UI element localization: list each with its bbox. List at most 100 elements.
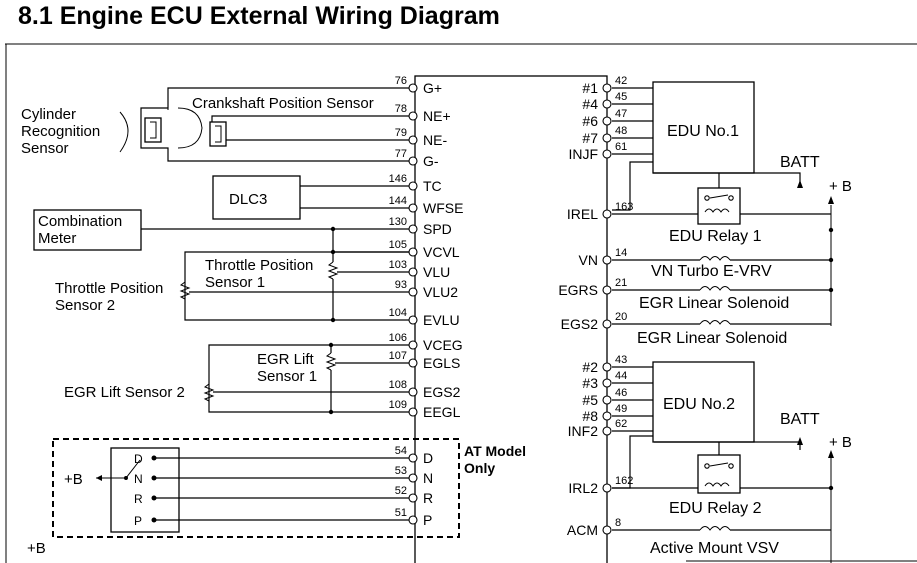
egr-lift-sensor-2-label: EGR Lift Sensor 2: [64, 384, 185, 401]
left-pin-number: 77: [395, 148, 407, 160]
right-pin-terminal: [602, 83, 612, 93]
left-pin-signal: VCVL: [423, 244, 460, 260]
cylinder-sensor-label-1: Cylinder: [21, 106, 76, 123]
plus-b-1-label: + B: [829, 178, 852, 195]
right-pin-number: 48: [615, 125, 627, 137]
left-pin-number: 53: [395, 465, 407, 477]
left-pin-terminal: [408, 247, 418, 257]
combination-meter-label-2: Meter: [38, 230, 76, 247]
switch-pos-n: N: [134, 472, 143, 486]
left-pin-signal: P: [423, 512, 432, 528]
left-pin-signal: VLU2: [423, 284, 458, 300]
at-model-label-1: AT Model: [464, 443, 526, 459]
right-pin-signal: IREL: [567, 206, 598, 222]
right-pin-terminal: [602, 116, 612, 126]
right-pin-terminal: [602, 395, 612, 405]
right-pin-signal: #8: [582, 408, 598, 424]
right-pin-number: 46: [615, 387, 627, 399]
right-pin-signal: #3: [582, 375, 598, 391]
cylinder-sensor-label-2: Recognition: [21, 123, 100, 140]
right-pin-signal: #4: [582, 96, 598, 112]
right-pin-signal: ACM: [567, 522, 598, 538]
right-pin-signal: INF2: [568, 423, 599, 439]
left-pin-terminal: [408, 515, 418, 525]
left-pin-signal: EVLU: [423, 312, 460, 328]
egr-solenoid-2-label: EGR Linear Solenoid: [637, 330, 787, 347]
right-pin-terminal: [602, 133, 612, 143]
left-pin-terminal: [408, 287, 418, 297]
left-pin-signal: EGS2: [423, 384, 461, 400]
left-pin-terminal: [408, 203, 418, 213]
left-pin-signal: R: [423, 490, 433, 506]
left-pin-number: 109: [389, 399, 407, 411]
switch-pos-r: R: [134, 492, 143, 506]
right-pin-terminal: [602, 99, 612, 109]
left-pin-terminal: [408, 156, 418, 166]
left-pin-terminal: [408, 453, 418, 463]
switch-pos-d: D: [134, 452, 143, 466]
right-pin-signal: VN: [579, 252, 598, 268]
edu2-label: EDU No.2: [663, 396, 735, 413]
left-pin-terminal: [408, 111, 418, 121]
right-pin-signal: #2: [582, 359, 598, 375]
cylinder-sensor-label-3: Sensor: [21, 140, 69, 157]
right-pin-number: 20: [615, 311, 627, 323]
left-pin-number: 79: [395, 127, 407, 139]
right-pin-terminal: [602, 285, 612, 295]
left-pin-number: 93: [395, 279, 407, 291]
active-mount-label: Active Mount VSV: [650, 540, 779, 557]
egr-lift-sensors-group: [203, 342, 409, 415]
right-pin-number: 14: [615, 247, 627, 259]
left-pin-terminal: [408, 493, 418, 503]
left-pin-terminal: [408, 473, 418, 483]
right-pin-terminal: [602, 319, 612, 329]
right-pin-terminal: [602, 411, 612, 421]
left-pin-signal: G-: [423, 153, 439, 169]
left-pin-terminal: [408, 181, 418, 191]
left-pin-signal: EGLS: [423, 355, 460, 371]
left-pin-number: 105: [389, 239, 407, 251]
right-pin-number: 47: [615, 108, 627, 120]
right-pin-number: 45: [615, 91, 627, 103]
left-pin-number: 106: [389, 332, 407, 344]
left-pin-number: 146: [389, 173, 407, 185]
throttle-sensors-group: [179, 229, 409, 323]
dlc3-group: [212, 175, 409, 220]
left-pin-terminal: [408, 340, 418, 350]
right-pin-signal: INJF: [568, 146, 598, 162]
right-pin-terminal: [602, 525, 612, 535]
left-pin-terminal: [408, 83, 418, 93]
left-pin-terminal: [408, 407, 418, 417]
left-pin-terminal: [408, 267, 418, 277]
left-pin-number: 78: [395, 103, 407, 115]
right-pin-signal: EGS2: [561, 316, 599, 332]
left-pin-number: 103: [389, 259, 407, 271]
combination-meter-group: [33, 209, 409, 251]
left-pin-terminal: [408, 358, 418, 368]
page-title: 8.1 Engine ECU External Wiring Diagram: [18, 2, 500, 30]
plus-b-2-label: + B: [829, 434, 852, 451]
right-pin-number: 163: [615, 201, 633, 213]
dlc3-label: DLC3: [229, 191, 267, 208]
plus-b-bottom-label: +B: [27, 540, 46, 557]
left-pin-number: 76: [395, 75, 407, 87]
left-pin-signal: VCEG: [423, 337, 463, 353]
ecu-body: [414, 75, 608, 563]
right-pin-signal: #5: [582, 392, 598, 408]
edu-relay-2-label: EDU Relay 2: [669, 500, 762, 517]
right-pin-signal: IRL2: [568, 480, 598, 496]
right-pin-number: 8: [615, 517, 621, 529]
left-pin-signal: NE+: [423, 108, 451, 124]
left-pin-terminal: [408, 224, 418, 234]
egr-solenoid-1-label: EGR Linear Solenoid: [639, 295, 789, 312]
egr-lift-sensor-1-label-1: EGR Lift: [257, 351, 315, 368]
right-pin-terminal: [602, 426, 612, 436]
right-pin-signal: EGRS: [558, 282, 598, 298]
left-pin-signal: VLU: [423, 264, 450, 280]
combination-meter-label-1: Combination: [38, 213, 122, 230]
throttle-sensor-2-label-1: Throttle Position: [55, 280, 163, 297]
right-pin-terminal: [602, 209, 612, 219]
left-pin-signal: NE-: [423, 132, 447, 148]
edu1-group: [612, 81, 834, 326]
